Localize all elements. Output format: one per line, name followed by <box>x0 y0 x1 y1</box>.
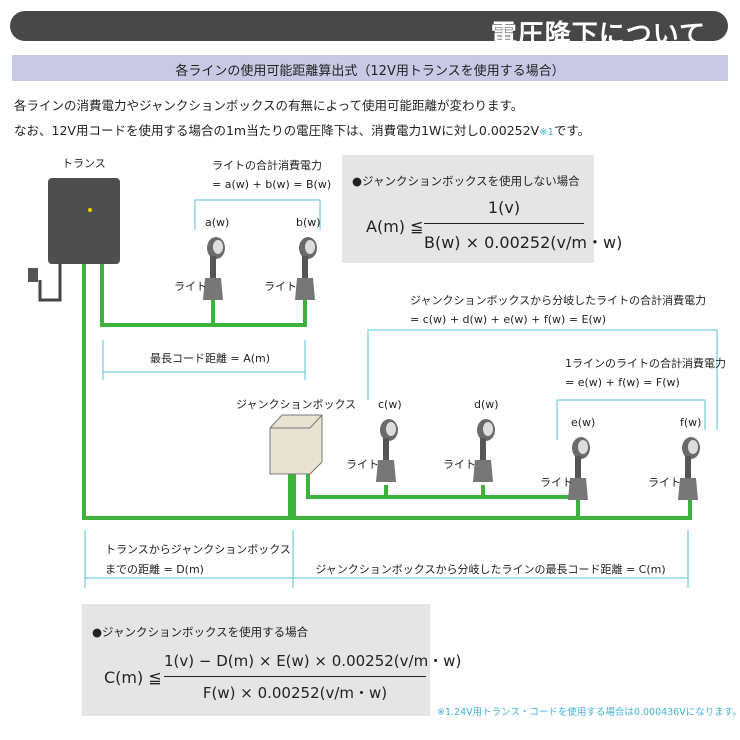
formula-numerator: 1(v) <box>487 198 521 217</box>
lights <box>203 237 700 500</box>
light-label: ライト <box>648 476 681 489</box>
light-label: ライト <box>264 280 297 293</box>
footnote: ※1.24V用トランス・コードを使用する場合は0.000436Vになります。 <box>437 707 740 718</box>
light-total-label: ライトの合計消費電力 <box>212 159 322 172</box>
spotlight-icon <box>203 237 225 300</box>
light-label: ライト <box>346 458 379 471</box>
label-e: e(w) <box>571 416 596 429</box>
light-label: ライト <box>174 280 207 293</box>
wire-to-junction <box>82 262 292 520</box>
formula-denominator: F(w) × 0.00252(v/m・w) <box>202 684 388 702</box>
footnote-mark: ※1 <box>539 127 554 138</box>
wires <box>82 262 692 520</box>
line-total-label: 1ラインのライトの合計消費電力 <box>565 357 726 370</box>
spotlight-icon <box>678 437 700 500</box>
formula-box-no-junction: ●ジャンクションボックスを使用しない場合 A(m) ≦ 1(v) B(w) × … <box>342 155 623 263</box>
formula-heading: ●ジャンクションボックスを使用する場合 <box>92 625 309 639</box>
formula-box-junction: ●ジャンクションボックスを使用する場合 C(m) ≦ 1(v) − D(m) ×… <box>82 604 462 716</box>
intro-text-end: です。 <box>553 123 591 138</box>
label-c: c(w) <box>378 398 402 411</box>
label-f: f(w) <box>680 416 702 429</box>
branch-total-formula: = c(w) + d(w) + e(w) + f(w) = E(w) <box>410 313 607 326</box>
spotlight-icon <box>473 419 495 482</box>
transformer-label: トランス <box>62 157 106 170</box>
fraction-bar <box>164 676 426 677</box>
line-total-formula: = e(w) + f(w) = F(w) <box>565 376 680 389</box>
formula-lhs: C(m) ≦ <box>104 668 162 687</box>
wire-branch-line-2 <box>306 470 580 500</box>
wire-line-a <box>100 262 307 327</box>
title-bar: 電圧降下について <box>10 11 728 50</box>
fraction-bar <box>424 223 584 224</box>
light-total-formula: = a(w) + b(w) = B(w) <box>212 178 332 191</box>
spotlight-icon <box>568 437 590 500</box>
label-b: b(w) <box>296 216 321 229</box>
subtitle: 各ラインの使用可能距離算出式（12V用トランスを使用する場合） <box>175 64 565 79</box>
intro-line-2: なお、12V用コードを使用する場合の1m当たりの電圧降下は、消費電力1Wに対し0… <box>14 120 590 139</box>
formula-heading: ●ジャンクションボックスを使用しない場合 <box>352 174 580 188</box>
light-label: ライト <box>540 476 573 489</box>
page-title: 電圧降下について <box>490 20 706 50</box>
dimension-lines <box>84 199 718 588</box>
dist-c-label: ジャンクションボックスから分岐したラインの最長コード距離 = C(m) <box>315 563 666 576</box>
max-cord-a-label: 最長コード距離 = A(m) <box>150 352 271 365</box>
wire-branch-line <box>292 470 692 520</box>
junction-box <box>269 414 323 475</box>
intro-line-1: 各ラインの消費電力やジャンクションボックスの有無によって使用可能距離が変わります… <box>14 98 524 113</box>
junction-label: ジャンクションボックス <box>236 398 357 411</box>
spotlight-icon <box>376 419 398 482</box>
label-d: d(w) <box>474 398 499 411</box>
formula-numerator: 1(v) − D(m) × E(w) × 0.00252(v/m・w) <box>164 652 462 670</box>
formula-lhs: A(m) ≦ <box>366 217 424 236</box>
transformer <box>28 178 120 302</box>
light-label: ライト <box>443 458 476 471</box>
label-a: a(w) <box>205 216 230 229</box>
subtitle-bar: 各ラインの使用可能距離算出式（12V用トランスを使用する場合） <box>12 55 728 81</box>
spotlight-icon <box>295 237 317 300</box>
formula-denominator: B(w) × 0.00252(v/m・w) <box>424 233 623 252</box>
dist-d-label-2: までの距離 = D(m) <box>105 563 204 576</box>
intro-text: なお、12V用コードを使用する場合の1m当たりの電圧降下は、消費電力1Wに対し0… <box>14 123 540 138</box>
branch-total-label: ジャンクションボックスから分岐したライトの合計消費電力 <box>410 294 707 307</box>
dist-d-label-1: トランスからジャンクションボックス <box>105 543 291 556</box>
